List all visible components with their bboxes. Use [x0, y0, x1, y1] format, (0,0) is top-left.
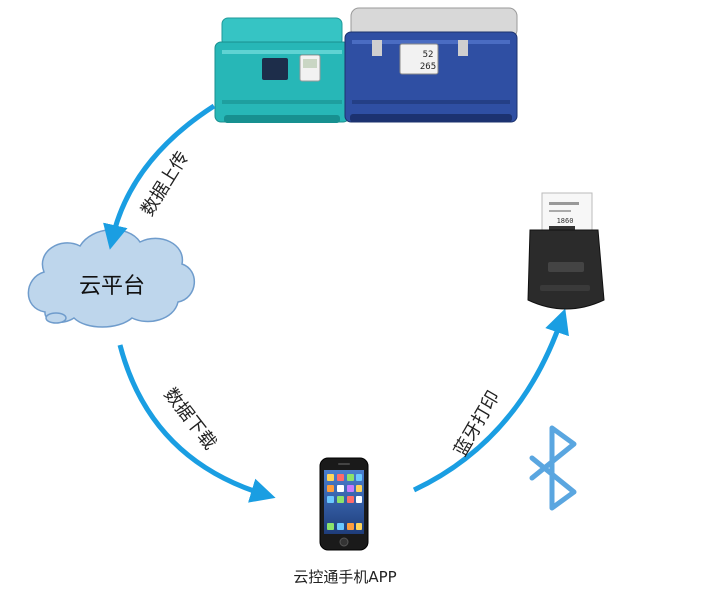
phone-app-caption: 云控通手机APP — [293, 568, 397, 586]
blue-cooler-box: 52 265 — [344, 7, 518, 123]
cloud-shape — [27, 229, 196, 328]
bluetooth-icon — [529, 425, 577, 511]
smartphone — [319, 457, 369, 551]
receipt-text: 1860 — [557, 217, 574, 225]
teal-cooler-box — [214, 17, 350, 123]
cooler-display-1: 52 — [423, 50, 434, 60]
cloud-puff — [45, 312, 67, 324]
cooler-display-2: 265 — [420, 62, 436, 72]
download-arrow — [117, 344, 276, 503]
cloud-platform-label: 云平台 — [78, 274, 145, 299]
upload-arrow — [103, 103, 216, 250]
bluetooth-printer: 1860 — [527, 192, 605, 310]
print-arrow — [412, 308, 569, 493]
